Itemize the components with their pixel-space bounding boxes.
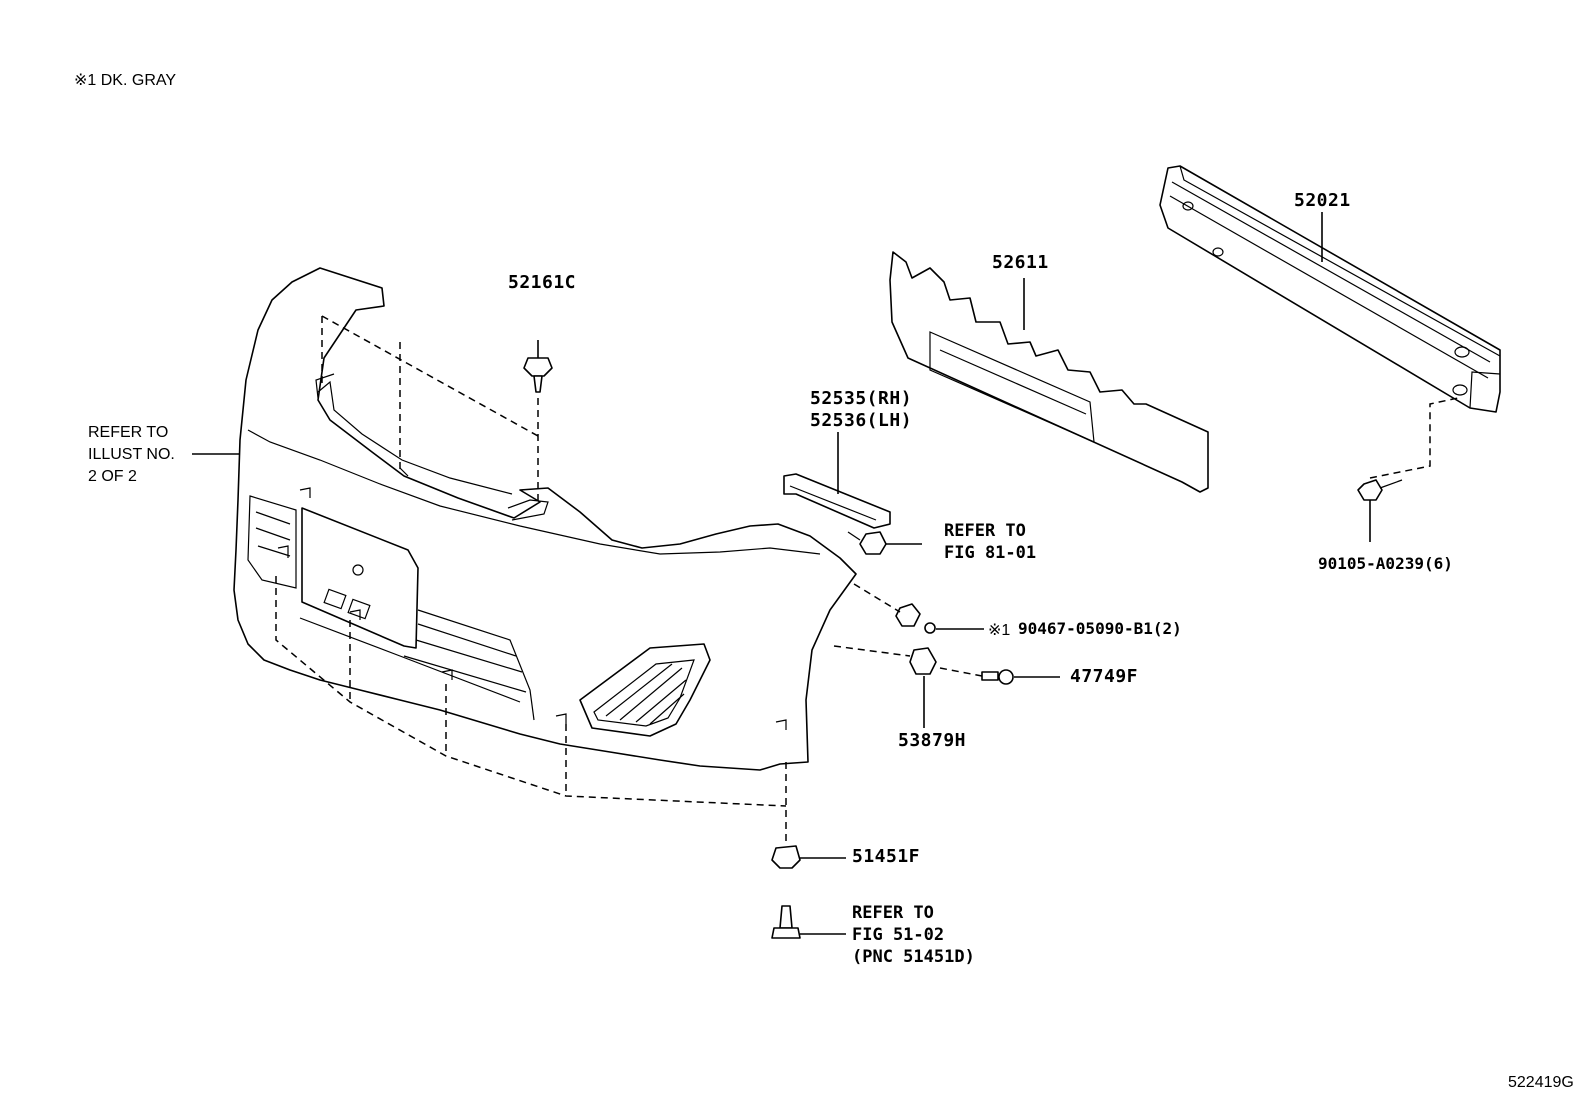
part-52536[interactable]: 52536(LH) bbox=[810, 410, 913, 431]
refer-fig51-line3: (PNC 51451D) bbox=[852, 947, 975, 967]
part-51451F[interactable]: 51451F bbox=[852, 846, 921, 867]
part-47749F[interactable]: 47749F bbox=[1070, 666, 1139, 687]
part-52535[interactable]: 52535(RH) bbox=[810, 388, 913, 409]
refer-fig51-line1: REFER TO bbox=[852, 903, 934, 923]
refer-fig51-line2: FIG 51-02 bbox=[852, 925, 945, 945]
diagram-id: 522419G bbox=[1508, 1074, 1574, 1091]
part-52535-52536: 52535(RH) 52536(LH) bbox=[810, 388, 912, 432]
dashed-guides bbox=[275, 315, 1459, 846]
energy-absorber-52611 bbox=[889, 251, 1209, 493]
color-note: ※1 DK. GRAY bbox=[74, 72, 177, 89]
fasteners bbox=[523, 340, 1403, 939]
bumper-reinforcement-52021 bbox=[1159, 165, 1501, 413]
refer-fig81-note: REFER TO FIG 81-01 bbox=[944, 520, 1036, 564]
refer-illust-note: REFER TO ILLUST NO. 2 OF 2 bbox=[88, 422, 175, 488]
refer-illust-line2: ILLUST NO. bbox=[88, 446, 175, 463]
part-52161C[interactable]: 52161C bbox=[508, 272, 577, 293]
part-52611[interactable]: 52611 bbox=[992, 252, 1049, 273]
refer-fig51-note: REFER TO FIG 51-02 (PNC 51451D) bbox=[852, 902, 975, 968]
part-53879H[interactable]: 53879H bbox=[898, 730, 967, 751]
refer-fig81-line2: FIG 81-01 bbox=[944, 543, 1037, 563]
dk-gray-mark: ※1 bbox=[988, 622, 1011, 639]
side-retainer-52535 bbox=[783, 432, 891, 529]
front-bumper-cover bbox=[233, 267, 857, 771]
part-90105[interactable]: 90105-A0239(6) bbox=[1318, 554, 1453, 573]
part-90467[interactable]: 90467-05090-B1(2) bbox=[1018, 619, 1182, 638]
refer-illust-line1: REFER TO bbox=[88, 424, 169, 441]
refer-fig81-line1: REFER TO bbox=[944, 521, 1026, 541]
part-52021[interactable]: 52021 bbox=[1294, 190, 1351, 211]
refer-illust-line3: 2 OF 2 bbox=[88, 468, 137, 485]
